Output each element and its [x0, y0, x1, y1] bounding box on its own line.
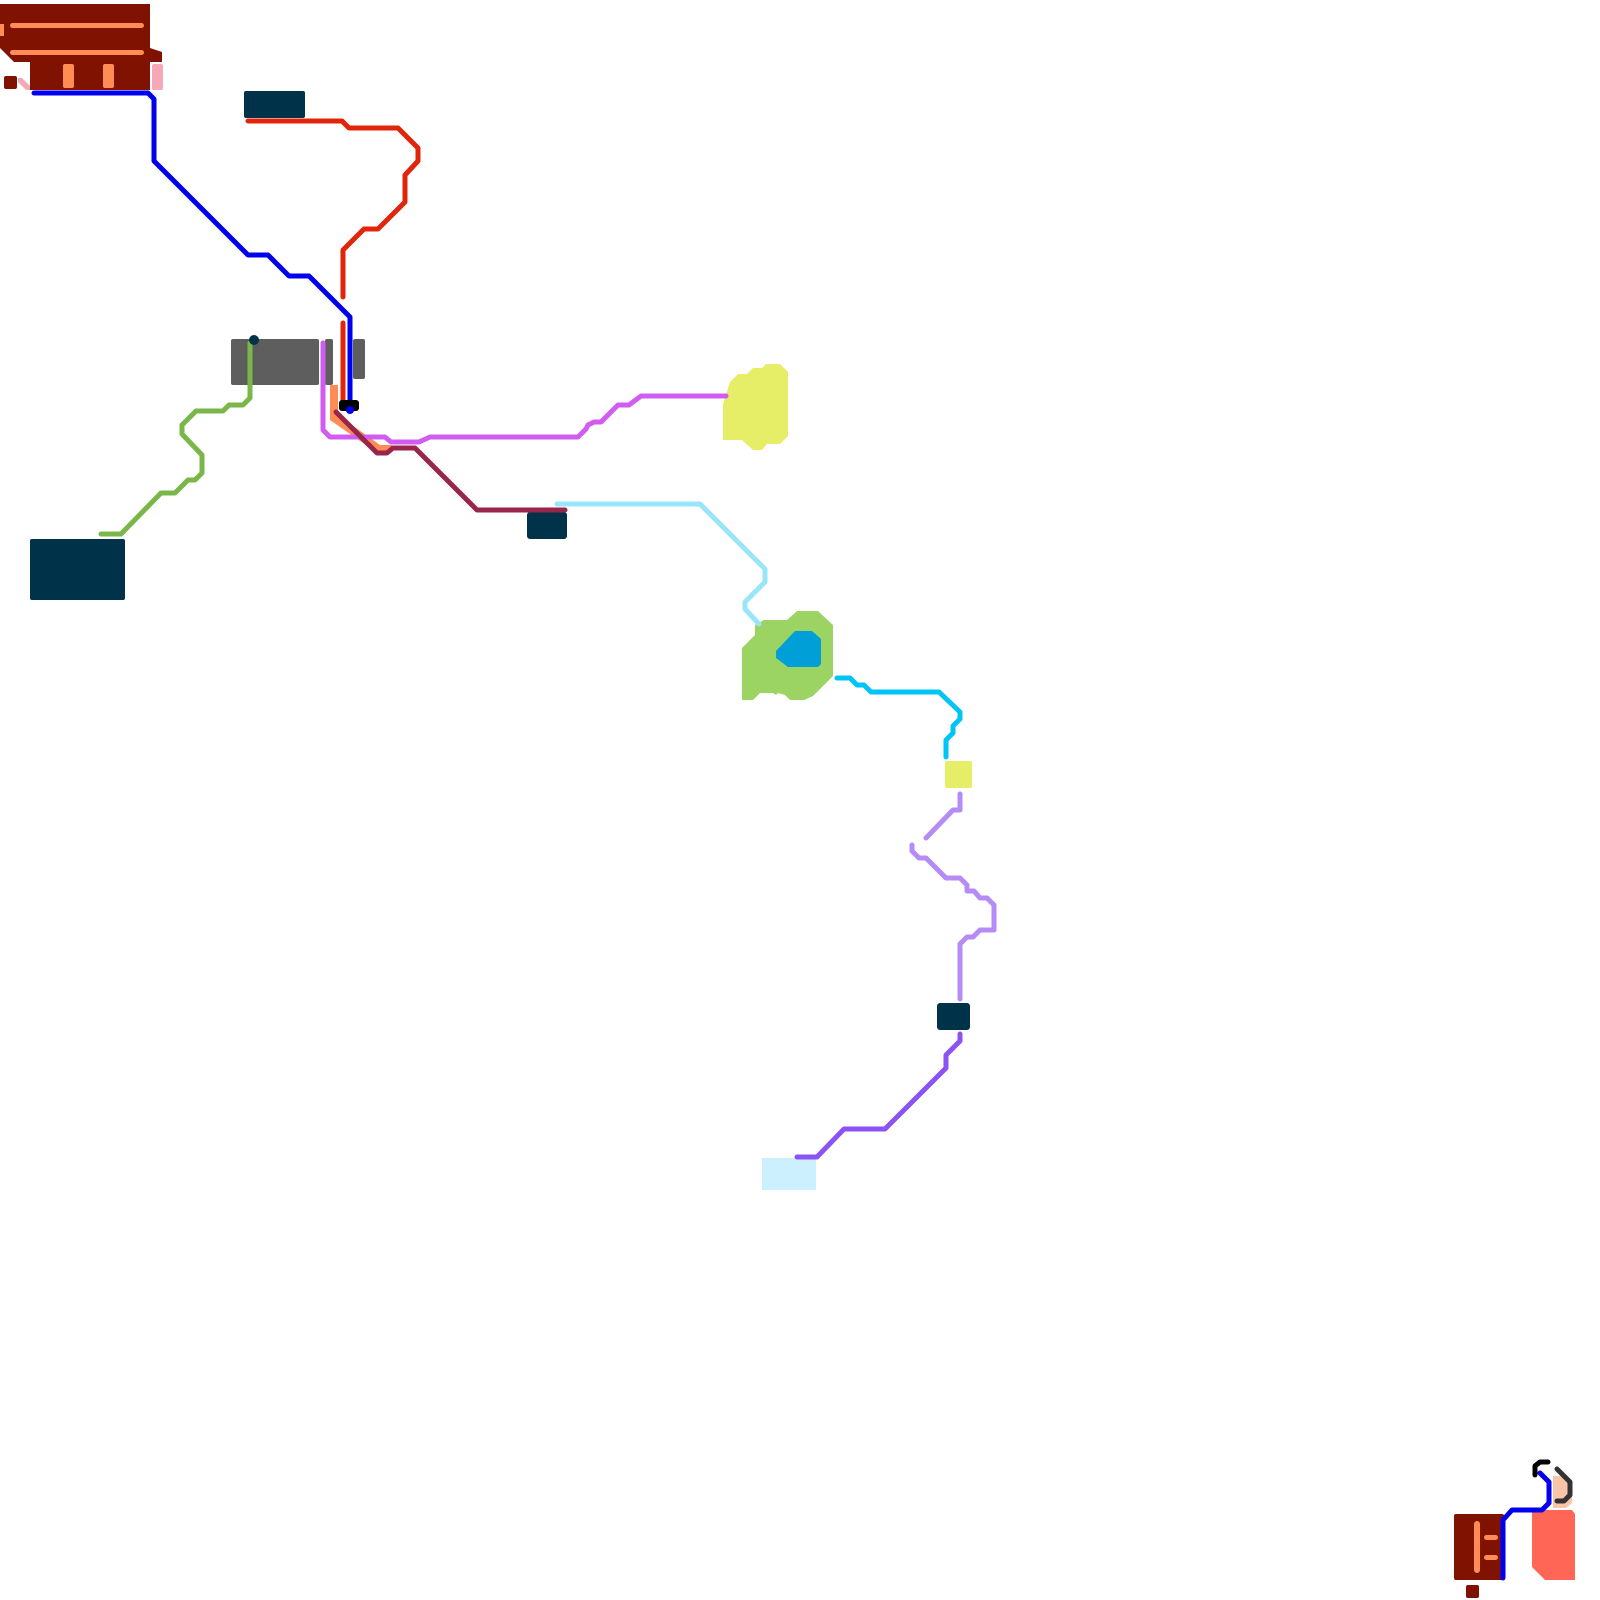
- area-pink-accent-2: [18, 78, 30, 90]
- route-violet[interactable]: [794, 1031, 963, 1160]
- area-navy-block-mid: [527, 512, 567, 539]
- area-se-orange-stripe-3: [1484, 1555, 1498, 1560]
- area-se-orange-stripe-1: [1474, 1521, 1480, 1573]
- area-navy-block-south: [937, 1003, 970, 1030]
- area-yellow-small: [945, 761, 972, 788]
- area-salmon-block-se: [1532, 1510, 1575, 1580]
- route-blue-north[interactable]: [31, 90, 353, 408]
- area-light-cyan-block: [762, 1158, 816, 1190]
- route-cyan[interactable]: [834, 675, 963, 760]
- area-orange-stripe-2: [10, 50, 144, 55]
- area-navy-block-top: [244, 91, 305, 118]
- route-black-south[interactable]: [1532, 1459, 1551, 1478]
- area-blue-lake: [776, 631, 821, 667]
- area-yellow-east: [723, 364, 788, 450]
- markers-layer: [249, 335, 359, 414]
- route-green[interactable]: [98, 340, 253, 537]
- area-pink-accent-1: [152, 64, 163, 90]
- route-lavender-lower[interactable]: [909, 842, 997, 1002]
- areas-layer: [0, 4, 1575, 1598]
- area-gray-block-center-bar-2: [353, 339, 365, 379]
- route-blue-south[interactable]: [1500, 1470, 1552, 1581]
- area-dark-red-dot-se: [1466, 1585, 1479, 1598]
- area-se-orange-stripe-2: [1484, 1535, 1498, 1540]
- route-red[interactable]: [245, 118, 421, 300]
- routes-layer: [31, 90, 1573, 1581]
- route-dark-gray-south[interactable]: [1554, 1466, 1573, 1504]
- area-gray-block-center: [231, 339, 319, 385]
- area-navy-block-west: [30, 539, 125, 600]
- route-light-blue[interactable]: [554, 501, 768, 627]
- area-orange-stripe-5: [0, 24, 4, 36]
- route-lavender-upper[interactable]: [923, 791, 963, 841]
- area-dark-red-dot-nw: [4, 76, 17, 89]
- station-marker-green-north[interactable]: [249, 335, 259, 345]
- station-marker-hub-blue[interactable]: [346, 406, 354, 414]
- route-maroon[interactable]: [333, 409, 568, 513]
- station-marker-hub[interactable]: [339, 400, 359, 411]
- area-orange-stripe-3: [63, 64, 74, 88]
- area-gray-block-center-bar-1: [325, 339, 333, 385]
- area-orange-stripe-4: [103, 64, 114, 88]
- area-orange-stripe-1: [10, 23, 144, 28]
